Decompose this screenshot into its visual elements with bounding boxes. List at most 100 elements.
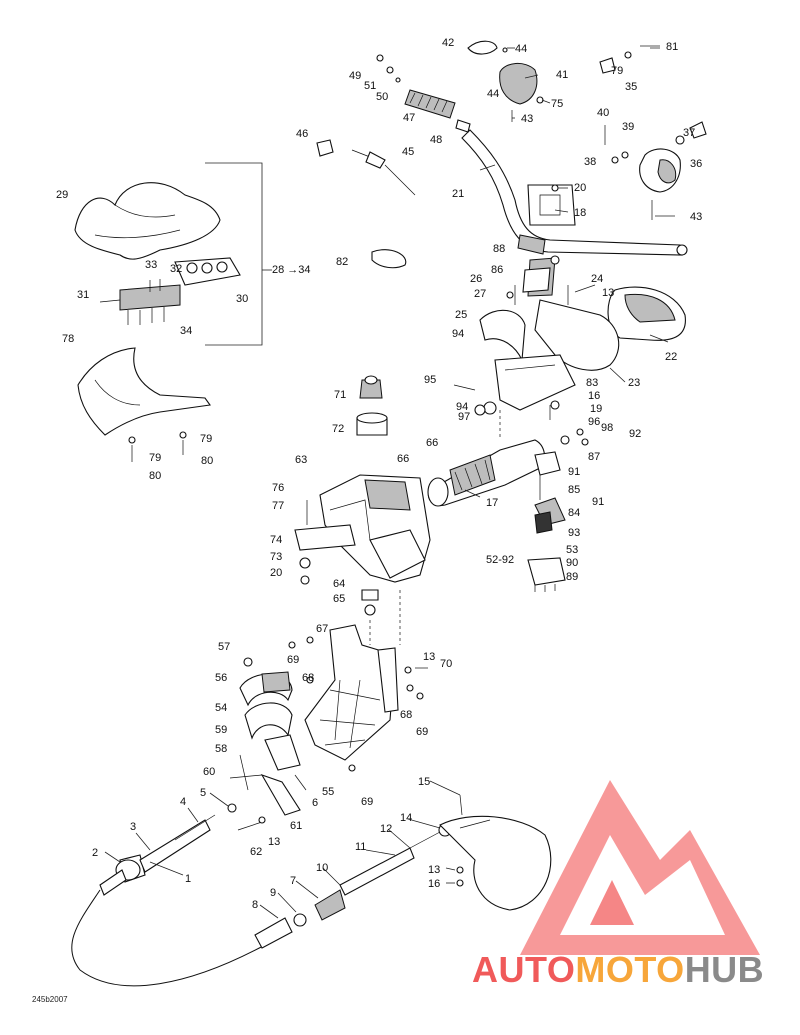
callout-c20b: 20 bbox=[270, 567, 282, 579]
callout-c97: 97 bbox=[458, 411, 470, 423]
callout-c69c: 69 bbox=[361, 796, 373, 808]
callout-c58: 58 bbox=[215, 743, 227, 755]
callout-c80b: 80 bbox=[149, 470, 161, 482]
callout-c41: 41 bbox=[556, 69, 568, 81]
callout-c54: 54 bbox=[215, 702, 227, 714]
callout-c7: 7 bbox=[290, 875, 296, 887]
callout-c16a: 16 bbox=[588, 390, 600, 402]
callout-c25: 25 bbox=[455, 309, 467, 321]
callout-c30: 30 bbox=[236, 293, 248, 305]
callout-c89: 89 bbox=[566, 571, 578, 583]
callout-c70: 70 bbox=[440, 658, 452, 670]
seat-assembly-group bbox=[74, 162, 272, 346]
callout-c64: 64 bbox=[333, 578, 345, 590]
callout-c19: 19 bbox=[590, 403, 602, 415]
callout-c98: 98 bbox=[601, 422, 613, 434]
callout-c9: 9 bbox=[270, 887, 276, 899]
callout-c43a: 43 bbox=[521, 113, 533, 125]
callout-c6: 6 bbox=[312, 797, 318, 809]
callout-c79b: 79 bbox=[149, 452, 161, 464]
callout-c71: 71 bbox=[334, 389, 346, 401]
callout-c80a: 80 bbox=[201, 455, 213, 467]
callout-c85: 85 bbox=[568, 484, 580, 496]
callout-c61: 61 bbox=[290, 820, 302, 832]
callout-labels: 1234567891011121313131314151616171819202… bbox=[56, 37, 702, 911]
callout-c46: 46 bbox=[296, 128, 308, 140]
callout-c36: 36 bbox=[690, 158, 702, 170]
callout-c33: 33 bbox=[145, 259, 157, 271]
callout-c68a: 68 bbox=[302, 672, 314, 684]
callout-c42: 42 bbox=[442, 37, 454, 49]
callout-c2: 2 bbox=[92, 847, 98, 859]
left-grip-group bbox=[316, 54, 471, 269]
callout-c44b: 44 bbox=[487, 88, 499, 100]
callout-c83: 83 bbox=[586, 377, 598, 389]
seat-group-range-label: 28 →34 bbox=[272, 264, 311, 276]
callout-c1: 1 bbox=[185, 873, 191, 885]
callout-c21: 21 bbox=[452, 188, 464, 200]
callout-c93: 93 bbox=[568, 527, 580, 539]
callout-c84: 84 bbox=[568, 507, 580, 519]
callout-c22: 22 bbox=[665, 351, 677, 363]
assembly-guides-group bbox=[369, 410, 501, 645]
callout-c23: 23 bbox=[628, 377, 640, 389]
callout-c13b: 13 bbox=[602, 287, 614, 299]
svg-text:AUTOMOTOHUB: AUTOMOTOHUB bbox=[472, 949, 764, 990]
callout-c17: 17 bbox=[486, 497, 498, 509]
callout-c79c: 79 bbox=[611, 65, 623, 77]
callout-c40: 40 bbox=[597, 107, 609, 119]
callout-c74: 74 bbox=[270, 534, 282, 546]
throttle-housing-group bbox=[467, 40, 707, 220]
callout-c16b: 16 bbox=[428, 878, 440, 890]
callout-c65: 65 bbox=[333, 593, 345, 605]
steering-column-upper-group bbox=[479, 257, 620, 415]
callout-c57: 57 bbox=[218, 641, 230, 653]
callout-c95: 95 bbox=[424, 374, 436, 386]
callout-c26: 26 bbox=[470, 273, 482, 285]
callout-c47: 47 bbox=[403, 112, 415, 124]
callout-c4: 4 bbox=[180, 796, 186, 808]
callout-c73: 73 bbox=[270, 551, 282, 563]
callout-c88: 88 bbox=[493, 243, 505, 255]
callout-c11: 11 bbox=[355, 841, 366, 853]
watermark-word-auto: AUTO bbox=[472, 949, 575, 990]
callout-c43b: 43 bbox=[690, 211, 702, 223]
callout-c66a: 66 bbox=[426, 437, 438, 449]
callout-c34: 34 bbox=[180, 325, 192, 337]
callout-c37: 37 bbox=[683, 127, 695, 139]
callout-c76: 76 bbox=[272, 482, 284, 494]
steering-column-mid-group bbox=[427, 439, 566, 592]
callout-c20a: 20 bbox=[574, 182, 586, 194]
right-pad-group bbox=[607, 286, 686, 341]
rubber-mount-group bbox=[356, 375, 388, 436]
diagram-code: 245b2007 bbox=[32, 995, 68, 1004]
callout-c49: 49 bbox=[349, 70, 361, 82]
lower-cover-group bbox=[77, 347, 211, 462]
callout-c51: 51 bbox=[364, 80, 376, 92]
callout-c94a: 94 bbox=[452, 328, 464, 340]
watermark-text: AUTOMOTOHUB bbox=[472, 949, 764, 990]
callout-c94b: 94 bbox=[456, 401, 468, 413]
callout-c75: 75 bbox=[551, 98, 563, 110]
callout-c29: 29 bbox=[56, 189, 68, 201]
callout-c82: 82 bbox=[336, 256, 348, 268]
callout-c27: 27 bbox=[474, 288, 486, 300]
callout-c77: 77 bbox=[272, 500, 284, 512]
callout-c96: 96 bbox=[588, 416, 600, 428]
callout-c68b: 68 bbox=[400, 709, 412, 721]
callout-c24: 24 bbox=[591, 273, 603, 285]
callout-c8: 8 bbox=[252, 899, 258, 911]
callout-c15: 15 bbox=[418, 776, 430, 788]
callout-c79a: 79 bbox=[200, 433, 212, 445]
callout-c52: 52-92 bbox=[486, 554, 514, 566]
callout-c38: 38 bbox=[584, 156, 596, 168]
callout-c13d: 13 bbox=[428, 864, 440, 876]
callout-c56: 56 bbox=[215, 672, 227, 684]
callout-c53: 53 bbox=[566, 544, 578, 556]
leader-lines-group bbox=[104, 45, 675, 919]
callout-c60: 60 bbox=[203, 766, 215, 778]
callout-c91a: 91 bbox=[568, 466, 580, 478]
callout-c91b: 91 bbox=[592, 496, 604, 508]
callout-c72: 72 bbox=[332, 423, 344, 435]
